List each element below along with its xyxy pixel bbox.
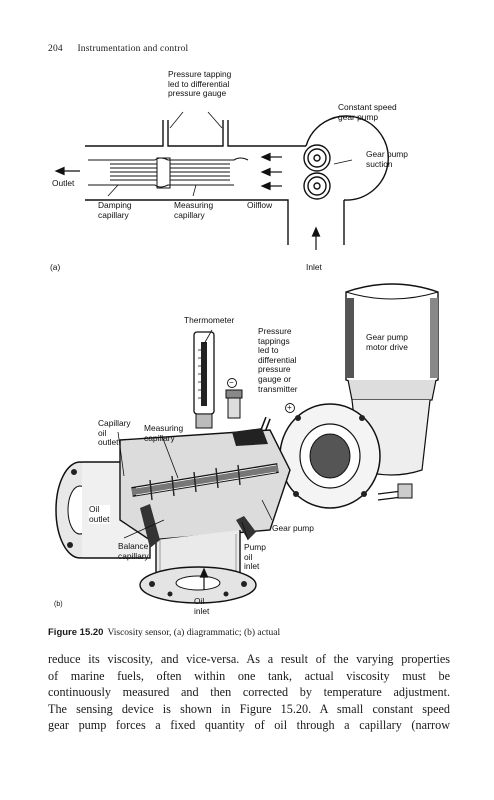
label-line: differential [258, 354, 297, 365]
page-header: 204 Instrumentation and control [48, 44, 188, 54]
inlet-label: Inlet [306, 262, 322, 272]
label-line: Constant speed [338, 102, 397, 112]
label-line: Capillary [98, 418, 131, 428]
label-line: Pressure [258, 326, 292, 336]
body-line: reduce its viscosity, and vice-versa. As… [48, 652, 450, 666]
label-line: Damping [98, 200, 132, 210]
label-line: oil [244, 551, 253, 562]
body-line: of marine fuels, often within one tank, … [48, 668, 450, 683]
label-line: led to [258, 345, 279, 356]
label-line: outlet [98, 437, 119, 448]
gear-pump-suction-label: Gear pump suction [366, 149, 408, 169]
label-line: inlet [244, 561, 260, 572]
caption-text: Viscosity sensor, (a) diagrammatic; (b) … [107, 628, 281, 638]
running-title: Instrumentation and control [77, 44, 189, 54]
label-line: Balance [118, 541, 149, 551]
gear-pump-label: Gear pump [272, 523, 314, 533]
label-line: pressure [258, 364, 291, 375]
pressure-tappings-label: Pressure tappings led to differential pr… [258, 326, 298, 394]
label-line: capillary [144, 432, 175, 443]
label-line: Gear pump [366, 149, 408, 159]
figure-a-part-label: (a) [50, 262, 61, 272]
thermometer [193, 331, 215, 429]
label-line: inlet [194, 605, 210, 616]
label-line: led to differential [168, 78, 230, 89]
sensor-body [55, 428, 291, 604]
body-line: continuously measured and then corrected… [48, 685, 450, 700]
label-line: capillary [98, 209, 129, 220]
label-line: Oil [89, 504, 100, 514]
gear-pump-motor-drive-label: Gear pump motor drive [366, 332, 408, 352]
label-line: gear pump [338, 111, 379, 122]
figure-b-part-label: (b) [54, 601, 63, 608]
outlet-label: Outlet [52, 178, 75, 188]
damping-capillary-label: Damping capillary [98, 200, 132, 220]
measuring-capillary-label-a: Measuring capillary [174, 200, 214, 220]
label-line: Pump [244, 542, 266, 552]
label-line: Measuring [174, 200, 214, 210]
oilflow-label: Oilflow [247, 200, 273, 210]
label-line: transmitter [258, 383, 298, 394]
pressure-tapping-label: Pressure tapping led to differential pre… [168, 69, 232, 99]
label-line: outlet [89, 513, 110, 524]
oil-inlet-label: Oil inlet [194, 596, 210, 616]
thermometer-label: Thermometer [184, 315, 235, 325]
label-line: tappings [258, 335, 290, 346]
capillary-oil-outlet-label: Capillary oil outlet [98, 418, 131, 448]
label-line: Oil [194, 596, 205, 606]
label-line: capillary [174, 209, 205, 220]
label-line: pressure gauge [168, 88, 227, 99]
oil-outlet-label: Oil outlet [89, 504, 110, 525]
gear-pump-faceplate [279, 403, 413, 509]
label-line: suction [366, 158, 393, 169]
label-line: Pressure tapping [168, 69, 232, 79]
minus-sign-label: − [229, 378, 234, 387]
label-line: gauge or [258, 373, 292, 384]
page-number: 204 [48, 44, 63, 54]
figure-number: Figure 15.20 [48, 627, 104, 638]
plus-sign-label: + [287, 403, 292, 412]
label-line: capillary [118, 550, 149, 561]
label-line: oil [98, 427, 107, 438]
constant-speed-pump-label: Constant speed gear pump [338, 102, 397, 122]
label-line: Gear pump [366, 332, 408, 342]
balance-capillary-label: Balance capillary [118, 541, 149, 561]
pump-oil-inlet-label: Pump oil inlet [244, 542, 266, 572]
measuring-capillary-label-b: Measuring capillary [144, 423, 184, 443]
body-paragraph: reduce its viscosity, and vice-versa. As… [48, 651, 450, 734]
body-line: The sensing device is shown in Figure 15… [48, 701, 450, 716]
label-line: motor drive [366, 341, 408, 352]
body-line: gear pump forces a fixed quantity of oil… [48, 718, 450, 733]
label-line: Measuring [144, 423, 184, 433]
